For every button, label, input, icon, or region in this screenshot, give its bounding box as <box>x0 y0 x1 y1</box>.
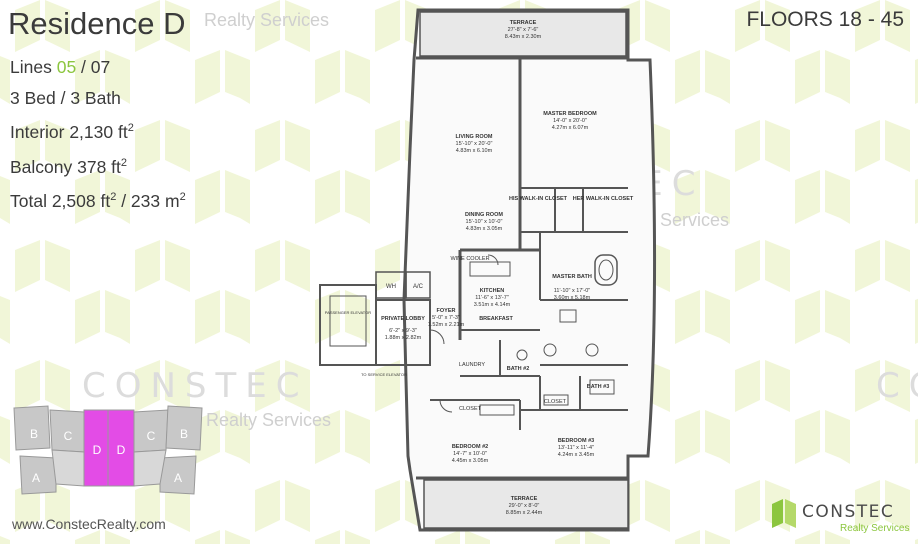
keyplan-label-c-right: C <box>147 429 156 443</box>
room-dining-metric: 4.83m x 3.05m <box>466 226 503 232</box>
room-private-lobby-metric: 1.88m x 2.82m <box>385 335 422 341</box>
service-elevator-label: TO SERVICE ELEVATOR <box>361 372 407 377</box>
keyplan-label-d-left: D <box>93 443 102 457</box>
room-foyer-dim: 5'-0" x 7'-3" <box>432 315 460 321</box>
room-foyer-metric: 1.52m x 2.21m <box>428 322 465 328</box>
room-kitchen-metric: 3.51m x 4.14m <box>474 302 511 308</box>
room-wh: WH <box>386 284 396 290</box>
balcony-row: Balcony 378 ft2 <box>10 156 128 177</box>
room-bedroom2: BEDROOM #2 <box>452 444 488 450</box>
logo-text: CONSTEC <box>802 502 895 522</box>
watermark-tagline: Realty Services <box>206 410 332 430</box>
room-bedroom3-dim: 13'-11" x 11'-4" <box>558 445 594 451</box>
watermark-brand-partial: CONSTEC <box>876 366 918 406</box>
room-bedroom2-dim: 14'-7" x 10'-0" <box>453 451 487 457</box>
total-row: Total 2,508 ft2 / 233 m2 <box>10 191 186 211</box>
room-living-metric: 4.83m x 6.10m <box>456 148 493 154</box>
keyplan-label-a-left: A <box>32 471 40 485</box>
room-terrace-bottom: TERRACE <box>511 496 538 502</box>
room-master-bath-dim: 11'-10" x 17'-0" <box>554 288 591 294</box>
room-terrace-top: TERRACE <box>510 20 537 26</box>
room-bedroom3-metric: 4.24m x 3.45m <box>558 452 595 458</box>
keyplan-label-b-right: B <box>180 427 188 441</box>
constec-logo-icon <box>772 499 796 528</box>
floors-label: FLOORS 18 - 45 <box>746 8 904 31</box>
room-her-closet: HER WALK-IN CLOSET <box>573 196 634 202</box>
room-dining-dim: 15'-10" x 10'-0" <box>466 219 503 225</box>
room-dining: DINING ROOM <box>465 212 503 218</box>
room-bath3: BATH #3 <box>587 384 610 390</box>
watermark-brand: CONSTEC <box>82 366 309 406</box>
room-terrace-bottom-metric: 8.85m x 2.44m <box>506 510 543 516</box>
unit-b-right <box>165 405 203 451</box>
room-bedroom2-metric: 4.45m x 3.05m <box>452 458 489 464</box>
room-terrace-top-metric: 8.43m x 2.30m <box>505 34 542 40</box>
page-title: Residence D <box>8 6 186 41</box>
room-wine-cooler: WINE COOLER <box>450 256 489 262</box>
key-plan: B C D D C B A A <box>13 405 203 495</box>
keyplan-label-d-right: D <box>117 443 126 457</box>
room-master-bath: MASTER BATH <box>552 274 592 280</box>
keyplan-label-b-left: B <box>30 427 38 441</box>
room-master-metric: 4.27m x 6.07m <box>552 125 589 131</box>
bed-bath-row: 3 Bed / 3 Bath <box>10 87 121 108</box>
room-living: LIVING ROOM <box>456 134 493 140</box>
room-laundry: LAUNDRY <box>459 362 486 368</box>
room-living-dim: 15'-10" x 20'-0" <box>456 141 493 147</box>
keyplan-label-c-left: C <box>64 429 73 443</box>
room-foyer: FOYER <box>437 308 456 314</box>
room-terrace-top-dim: 27'-8" x 7'-6" <box>508 27 539 33</box>
interior-row: Interior 2,130 ft2 <box>10 122 134 142</box>
unit-specs: Lines 05 / 07 3 Bed / 3 Bath Interior 2,… <box>10 52 186 217</box>
room-kitchen: KITCHEN <box>480 288 504 294</box>
passenger-elevator-label: PASSENGER ELEVATOR <box>325 310 371 315</box>
room-master-bath-metric: 3.60m x 5.18m <box>554 295 591 301</box>
logo-subtext: Realty Services <box>840 523 910 534</box>
lines-highlight: 05 <box>56 57 77 77</box>
room-ac: A/C <box>413 284 424 290</box>
room-terrace-bottom-dim: 29'-0" x 8'-0" <box>509 503 540 509</box>
lines-row: Lines 05 / 07 <box>10 57 111 77</box>
room-master-dim: 14'-0" x 20'-0" <box>553 118 587 124</box>
constec-logo: CONSTEC Realty Services <box>770 496 910 538</box>
website-url[interactable]: www.ConstecRealty.com <box>12 516 166 532</box>
room-bedroom3: BEDROOM #3 <box>558 438 594 444</box>
keyplan-label-a-right: A <box>174 471 182 485</box>
unit-a-left <box>19 455 57 495</box>
room-bath2: BATH #2 <box>507 366 530 372</box>
room-private-lobby-dim: 6'-2" x 9'-3" <box>389 328 417 334</box>
room-closet-2: CLOSET <box>544 399 567 405</box>
watermark-tagline: Realty Services <box>204 10 330 30</box>
room-closet-1: CLOSET <box>459 406 482 412</box>
unit-b-left <box>13 405 51 451</box>
room-master-bedroom: MASTER BEDROOM <box>543 111 597 117</box>
room-his-closet: HIS WALK-IN CLOSET <box>509 196 568 202</box>
room-kitchen-dim: 11'-6" x 13'-7" <box>475 295 508 301</box>
room-private-lobby: PRIVATE LOBBY <box>381 316 425 322</box>
room-breakfast: BREAKFAST <box>479 316 513 322</box>
